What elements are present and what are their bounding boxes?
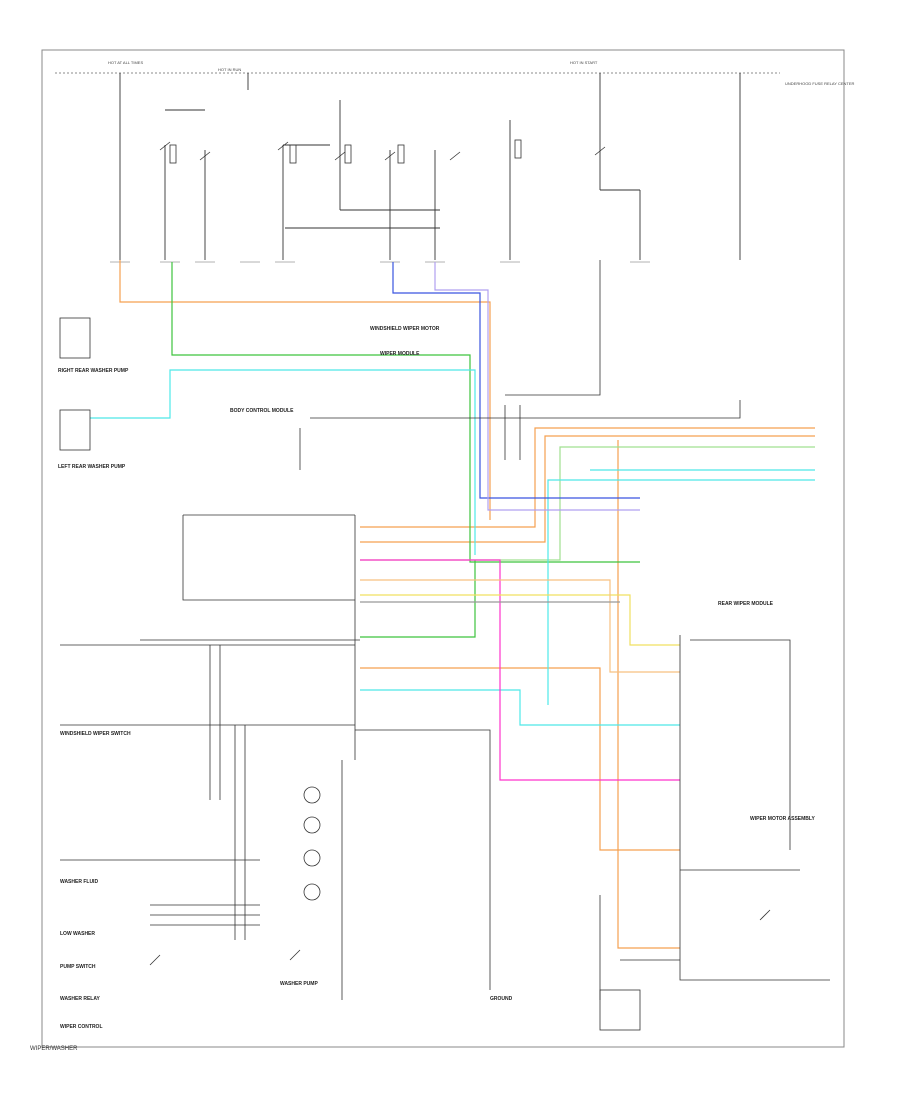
upper-switch-wiring (119, 73, 741, 260)
wire-orange-1 (119, 260, 491, 520)
label-bottom-left-4: WASHER RELAY (60, 996, 100, 1002)
label-top-mid: HOT IN RUN (218, 67, 241, 72)
wire-cyan-3 (547, 479, 815, 705)
label-module: BODY CONTROL MODULE (230, 408, 294, 414)
wire-blue (392, 262, 640, 499)
label-left-control: WINDSHIELD WIPER SWITCH (60, 731, 131, 737)
wire-orange-2 (360, 427, 815, 528)
label-mid: WIPER MODULE (380, 351, 420, 357)
wire-green-2 (360, 560, 476, 638)
switch-symbols (159, 139, 606, 164)
label-bottom-left-3: PUMP SWITCH (60, 964, 96, 970)
wire-lightorange (360, 579, 680, 673)
label-right-pump: RIGHT REAR WASHER PUMP (58, 368, 129, 374)
label-bottom-left-1: WASHER FLUID (60, 879, 98, 885)
wire-orange-5 (617, 440, 680, 949)
footer-label: WIPER/WASHER (30, 1046, 78, 1052)
label-left-pump: LEFT REAR WASHER PUMP (58, 464, 126, 470)
label-wiper-motor: WINDSHIELD WIPER MOTOR (370, 326, 440, 332)
wire-orange-4 (360, 667, 680, 851)
label-top-right: HOT IN START (570, 60, 598, 65)
wire-cyan-1 (90, 369, 476, 555)
lower-wiring (60, 260, 830, 1000)
label-module-right: REAR WIPER MODULE (718, 601, 774, 607)
label-wiper-lower: WIPER MOTOR ASSEMBLY (750, 816, 815, 822)
label-bottom-left-2: LOW WASHER (60, 931, 95, 937)
label-bottom-right: GROUND (490, 996, 513, 1002)
components (59, 317, 771, 1031)
wire-cyan-2 (360, 689, 680, 726)
colored-wires (90, 260, 815, 949)
wire-lightgreen (360, 446, 815, 561)
wire-orange-3 (360, 435, 815, 543)
wire-green-1 (171, 262, 640, 563)
wire-violet (434, 262, 640, 511)
diagram-frame (41, 49, 845, 1048)
label-bottom-left-5: WIPER CONTROL (60, 1024, 103, 1030)
label-top-left: HOT AT ALL TIMES (108, 60, 143, 65)
wire-yellow (360, 594, 680, 646)
label-right-note: UNDERHOOD FUSE RELAY CENTER (785, 81, 855, 86)
label-bottom-mid: WASHER PUMP (280, 981, 318, 987)
wire-pink (360, 559, 680, 781)
